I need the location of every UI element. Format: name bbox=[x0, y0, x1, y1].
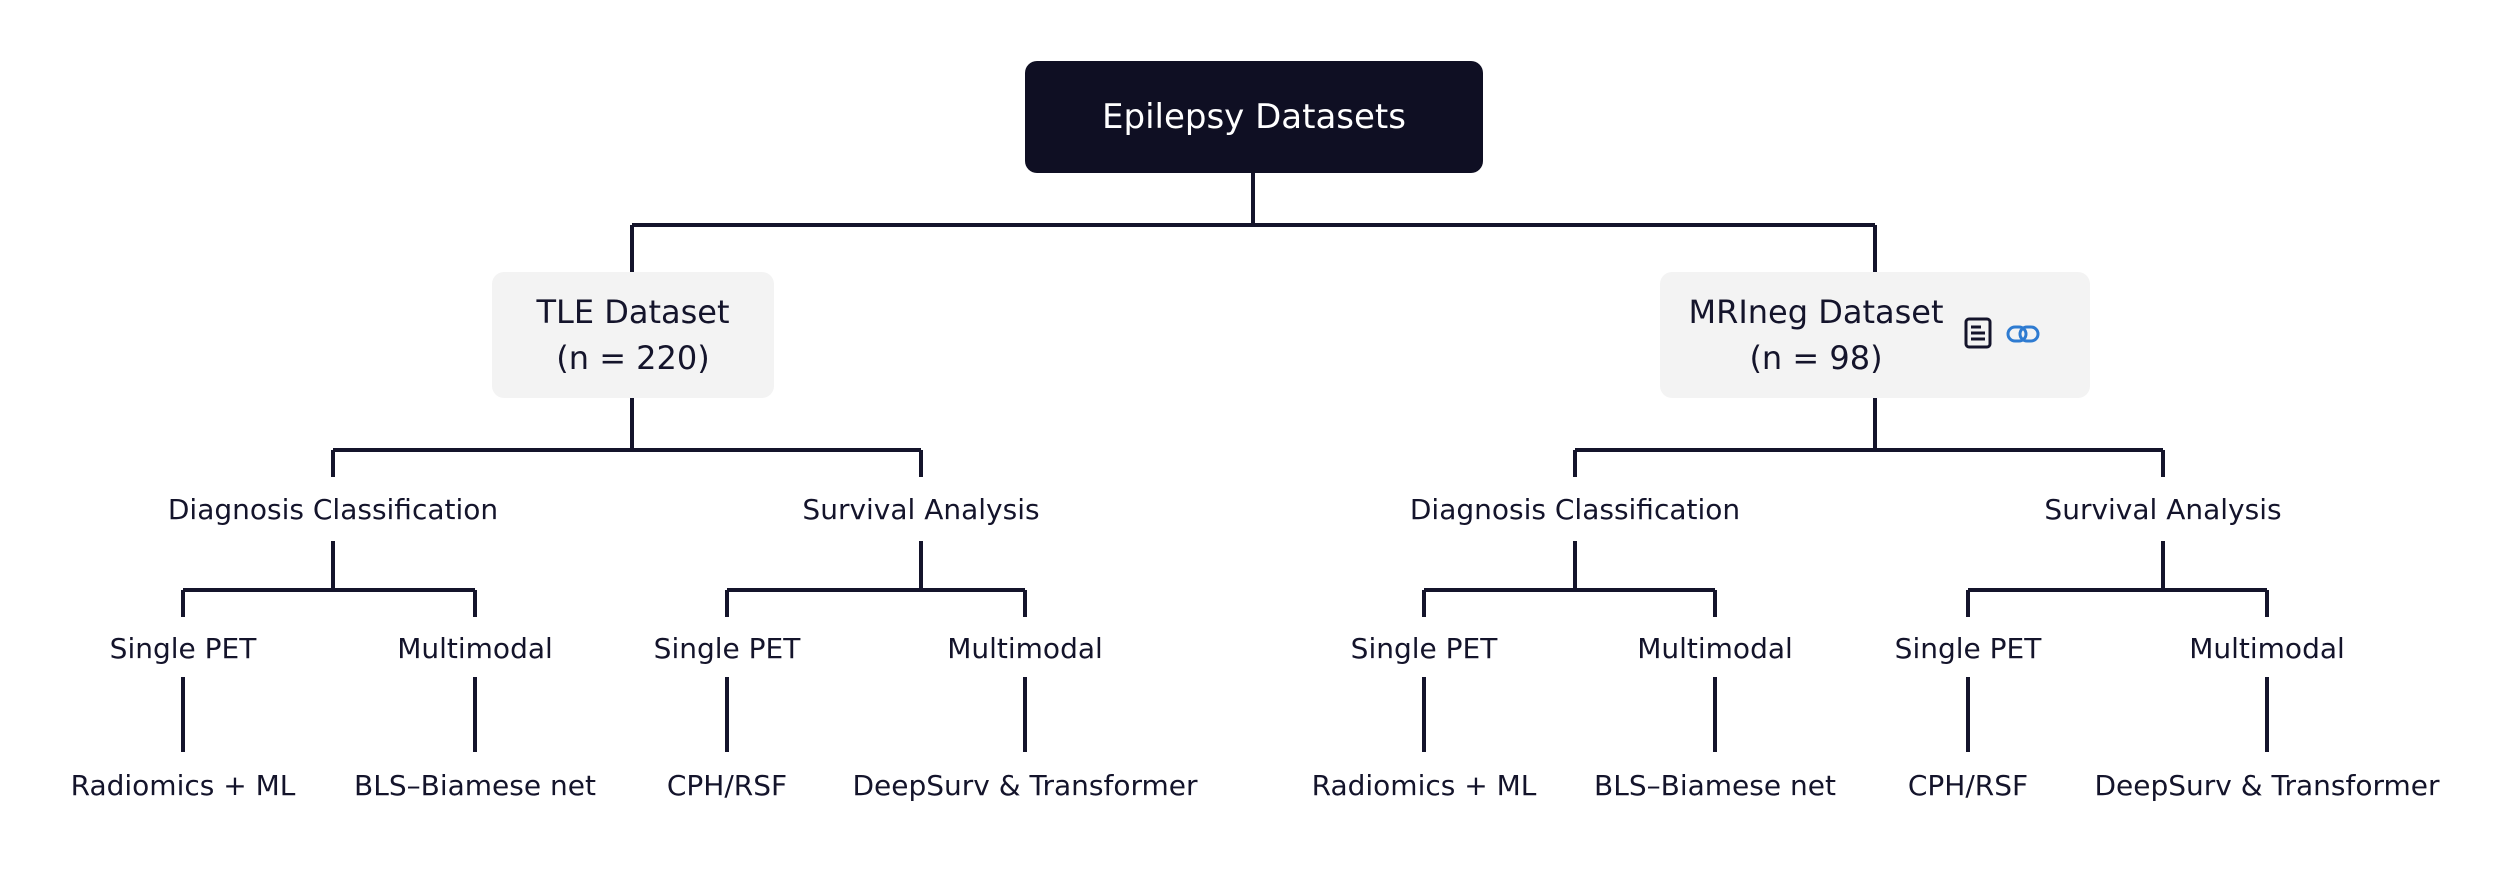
modality-label: Single PET bbox=[1350, 631, 1498, 665]
method-label: Radiomics + ML bbox=[1311, 768, 1537, 802]
text-document-icon[interactable] bbox=[1964, 317, 1992, 349]
modality-label: Single PET bbox=[109, 631, 257, 665]
connector-methods bbox=[181, 677, 2269, 752]
connector-tle-survival bbox=[725, 541, 1027, 617]
task-label-tle-survival: Survival Analysis bbox=[802, 492, 1040, 526]
method-label: DeepSurv & Transformer bbox=[2094, 768, 2440, 802]
connector-mrineg bbox=[1573, 398, 2165, 477]
method-label: Radiomics + ML bbox=[70, 768, 296, 802]
dataset-box-tle: TLE Dataset (n = 220) bbox=[492, 272, 774, 398]
link-icon[interactable] bbox=[2006, 322, 2040, 346]
connector-mrineg-diagnosis bbox=[1422, 541, 1717, 617]
method-label: CPH/RSF bbox=[666, 768, 788, 802]
root-node: Epilepsy Datasets bbox=[1025, 61, 1483, 173]
root-label: Epilepsy Datasets bbox=[1102, 97, 1406, 137]
task-label-mrineg-diagnosis: Diagnosis Classification bbox=[1409, 492, 1741, 526]
modality-label: Multimodal bbox=[1637, 631, 1793, 665]
modality-label: Multimodal bbox=[947, 631, 1103, 665]
dataset-name: TLE Dataset bbox=[536, 293, 730, 331]
dataset-size: (n = 98) bbox=[1749, 339, 1883, 377]
dataset-box-mrineg: MRIneg Dataset (n = 98) bbox=[1660, 272, 2090, 398]
modality-label: Single PET bbox=[653, 631, 801, 665]
connector-tle bbox=[331, 398, 923, 477]
modality-label: Multimodal bbox=[397, 631, 553, 665]
connector-mrineg-survival bbox=[1966, 541, 2269, 617]
dataset-name: MRIneg Dataset bbox=[1688, 293, 1944, 331]
method-label: DeepSurv & Transformer bbox=[852, 768, 1198, 802]
method-label: CPH/RSF bbox=[1907, 768, 2029, 802]
method-label: BLS–Biamese net bbox=[354, 768, 596, 802]
connector-root bbox=[630, 173, 1877, 272]
task-label-mrineg-survival: Survival Analysis bbox=[2044, 492, 2282, 526]
dataset-size: (n = 220) bbox=[556, 339, 710, 377]
task-label-tle-diagnosis: Diagnosis Classification bbox=[167, 492, 499, 526]
connector-tle-diagnosis bbox=[181, 541, 477, 617]
modality-label: Single PET bbox=[1894, 631, 2042, 665]
method-label: BLS–Biamese net bbox=[1594, 768, 1836, 802]
modality-label: Multimodal bbox=[2189, 631, 2345, 665]
